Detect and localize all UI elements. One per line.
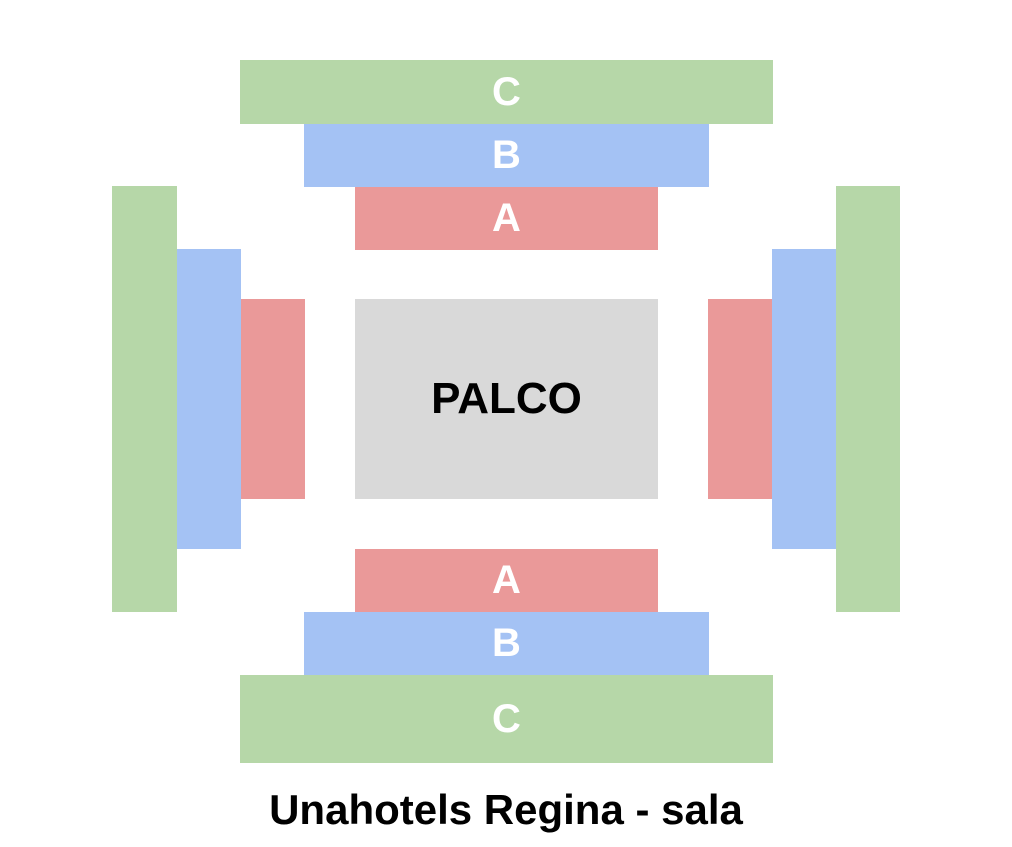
sector-a-bottom-label: A xyxy=(492,558,521,602)
sector-c-right[interactable] xyxy=(836,186,900,612)
sector-b-bottom[interactable]: B xyxy=(304,612,709,675)
sector-b-top-label: B xyxy=(492,133,521,177)
venue-title: Unahotels Regina - sala xyxy=(269,786,743,833)
sector-a-left[interactable] xyxy=(241,299,305,499)
sector-a-right[interactable] xyxy=(708,299,772,499)
sector-a-bottom[interactable]: A xyxy=(355,549,658,612)
sector-c-bottom-label: C xyxy=(492,696,521,741)
sector-a-top[interactable]: A xyxy=(355,187,658,250)
sector-c-top-label: C xyxy=(492,69,521,114)
sector-c-left[interactable] xyxy=(112,186,177,612)
sector-b-left[interactable] xyxy=(177,249,241,549)
sector-c-bottom[interactable]: C xyxy=(240,675,773,763)
sector-a-top-label: A xyxy=(492,196,521,240)
sector-b-bottom-label: B xyxy=(492,621,521,665)
stage: PALCO xyxy=(355,299,658,499)
sector-b-right[interactable] xyxy=(772,249,836,549)
sector-c-top[interactable]: C xyxy=(240,60,773,124)
sector-b-top[interactable]: B xyxy=(304,124,709,187)
stage-label: PALCO xyxy=(431,374,582,423)
